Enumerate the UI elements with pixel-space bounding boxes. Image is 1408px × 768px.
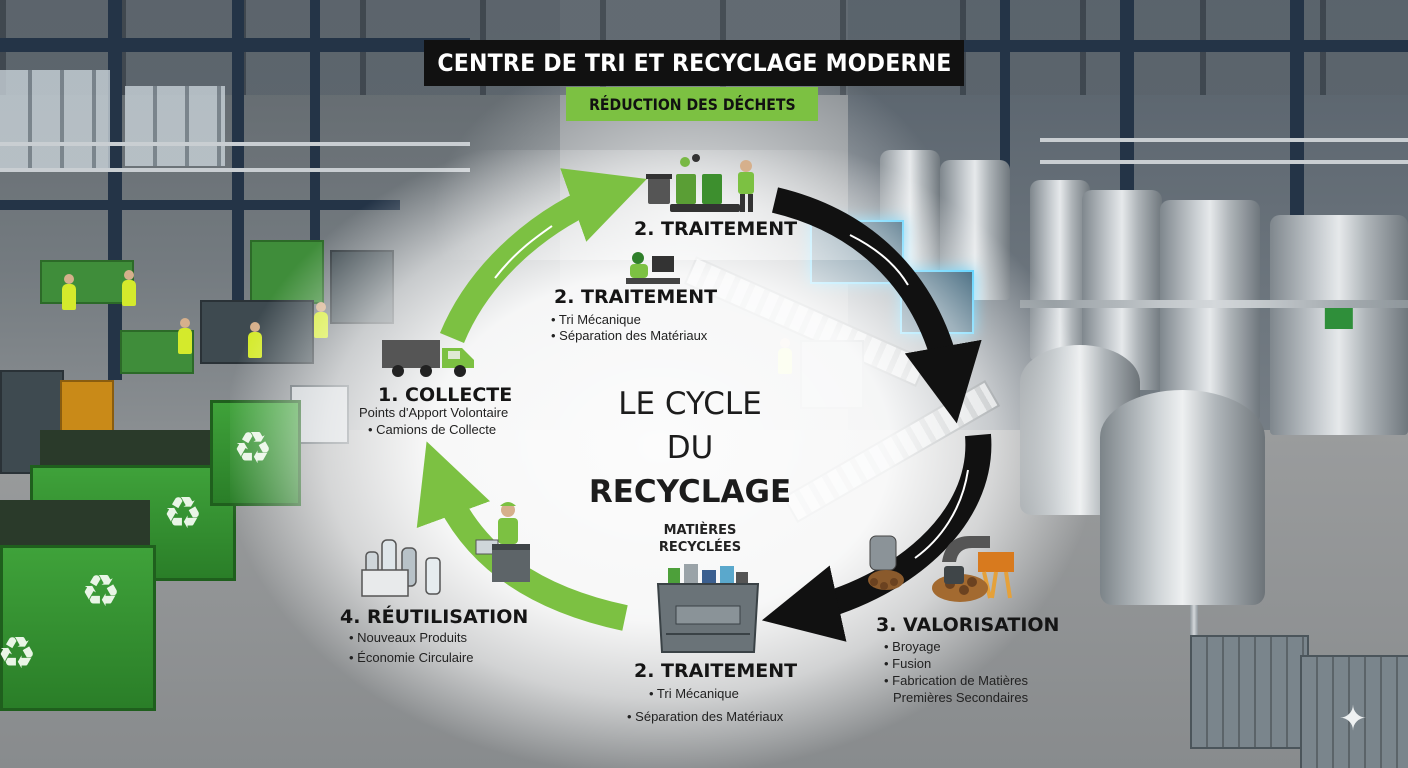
pipe — [1020, 300, 1408, 308]
stage-reutilisation-item: • Nouveaux Produits — [349, 630, 468, 645]
storage-silo — [1160, 200, 1260, 420]
truck-icon — [382, 340, 474, 377]
arrow-collecte-to-traitement — [439, 168, 647, 344]
arrow-highlight — [914, 469, 969, 559]
recycle-icon: ♻ — [0, 628, 37, 679]
material-crate — [1300, 655, 1408, 768]
cycle-title-bold: RECYCLAGE — [588, 474, 792, 510]
recycle-icon: ♻ — [163, 488, 203, 539]
stage-valorisation-item: • Broyage — [884, 639, 941, 654]
subtitle-banner: RÉDUCTION DES DÉCHETS — [566, 87, 818, 121]
stage-valorisation-item: Premières Secondaires — [893, 690, 1029, 705]
catwalk-rail — [0, 142, 470, 146]
stage-reutilisation-item: • Économie Circulaire — [349, 650, 474, 665]
page-subtitle: RÉDUCTION DES DÉCHETS — [588, 94, 796, 114]
stage-upper-left-item: • Séparation des Matériaux — [551, 328, 708, 343]
title-banner: CENTRE DE TRI ET RECYCLAGE MODERNE — [424, 40, 964, 86]
arrow-highlight — [849, 234, 909, 286]
recycling-bin: ♻ ♻ — [0, 545, 156, 711]
stage-bottom-item: • Tri Mécanique — [649, 686, 739, 701]
stage-reutilisation-heading: 4. RÉUTILISATION — [340, 606, 529, 628]
stage-upper-left-heading: 2. TRAITEMENT — [554, 286, 718, 308]
sorting-machine — [40, 260, 134, 304]
worker — [62, 274, 76, 310]
sparkle-icon: ✦ — [1338, 699, 1368, 739]
office-window — [0, 70, 110, 170]
stage-top-heading: 2. TRAITEMENT — [634, 218, 798, 240]
valorisation-icon — [868, 535, 1014, 602]
crate-label-line1: MATIÈRES — [663, 523, 737, 538]
stage-collecte-item: • Camions de Collecte — [368, 422, 497, 437]
cycle-title: LE CYCLE DU RECYCLAGE — [568, 382, 812, 514]
cycle-title-line1: LE CYCLE — [618, 386, 762, 422]
computer-operator-icon — [626, 252, 680, 284]
page-title: CENTRE DE TRI ET RECYCLAGE MODERNE — [436, 49, 952, 77]
crate-label: MATIÈRES RECYCLÉES — [640, 522, 760, 556]
recycled-crate-icon — [656, 564, 760, 653]
office-window — [125, 86, 225, 166]
stage-valorisation-item: • Fusion — [884, 656, 932, 671]
steel-tank — [1100, 390, 1265, 605]
stage-collecte-heading: 1. COLLECTE — [378, 384, 513, 406]
worker — [122, 270, 136, 306]
pillar — [1000, 0, 1010, 280]
crate-label-line2: RECYCLÉES — [658, 540, 742, 555]
recycle-icon: ♻ — [81, 566, 121, 617]
cycle-title-prefix: DU — [666, 430, 714, 466]
mezzanine-beam — [0, 200, 400, 210]
recycling-bins-icon — [646, 154, 754, 212]
storage-silo — [1270, 215, 1408, 435]
roof-beam — [930, 40, 1408, 52]
arrow-traitement-to-valorisation — [771, 187, 982, 424]
arrow-highlight — [494, 225, 553, 279]
stage-upper-left-item: • Tri Mécanique — [551, 312, 641, 327]
bin-opening — [0, 500, 150, 550]
stage-bottom-item: • Séparation des Matériaux — [627, 709, 784, 724]
worker-crate-icon — [475, 502, 530, 582]
material-crate — [1190, 635, 1309, 749]
stage-valorisation-heading: 3. VALORISATION — [876, 614, 1060, 636]
catwalk-rail — [1040, 138, 1408, 142]
pillar — [1290, 0, 1304, 260]
stage-bottom-heading: 2. TRAITEMENT — [634, 660, 798, 682]
worker — [178, 318, 192, 354]
bin-opening — [40, 430, 210, 470]
stage-valorisation-item: • Fabrication de Matières — [884, 673, 1029, 688]
stage-collecte-item: Points d'Apport Volontaire — [359, 405, 509, 420]
bottles-icon — [361, 539, 441, 597]
silo-label — [1324, 305, 1354, 329]
catwalk-rail — [1040, 160, 1408, 164]
